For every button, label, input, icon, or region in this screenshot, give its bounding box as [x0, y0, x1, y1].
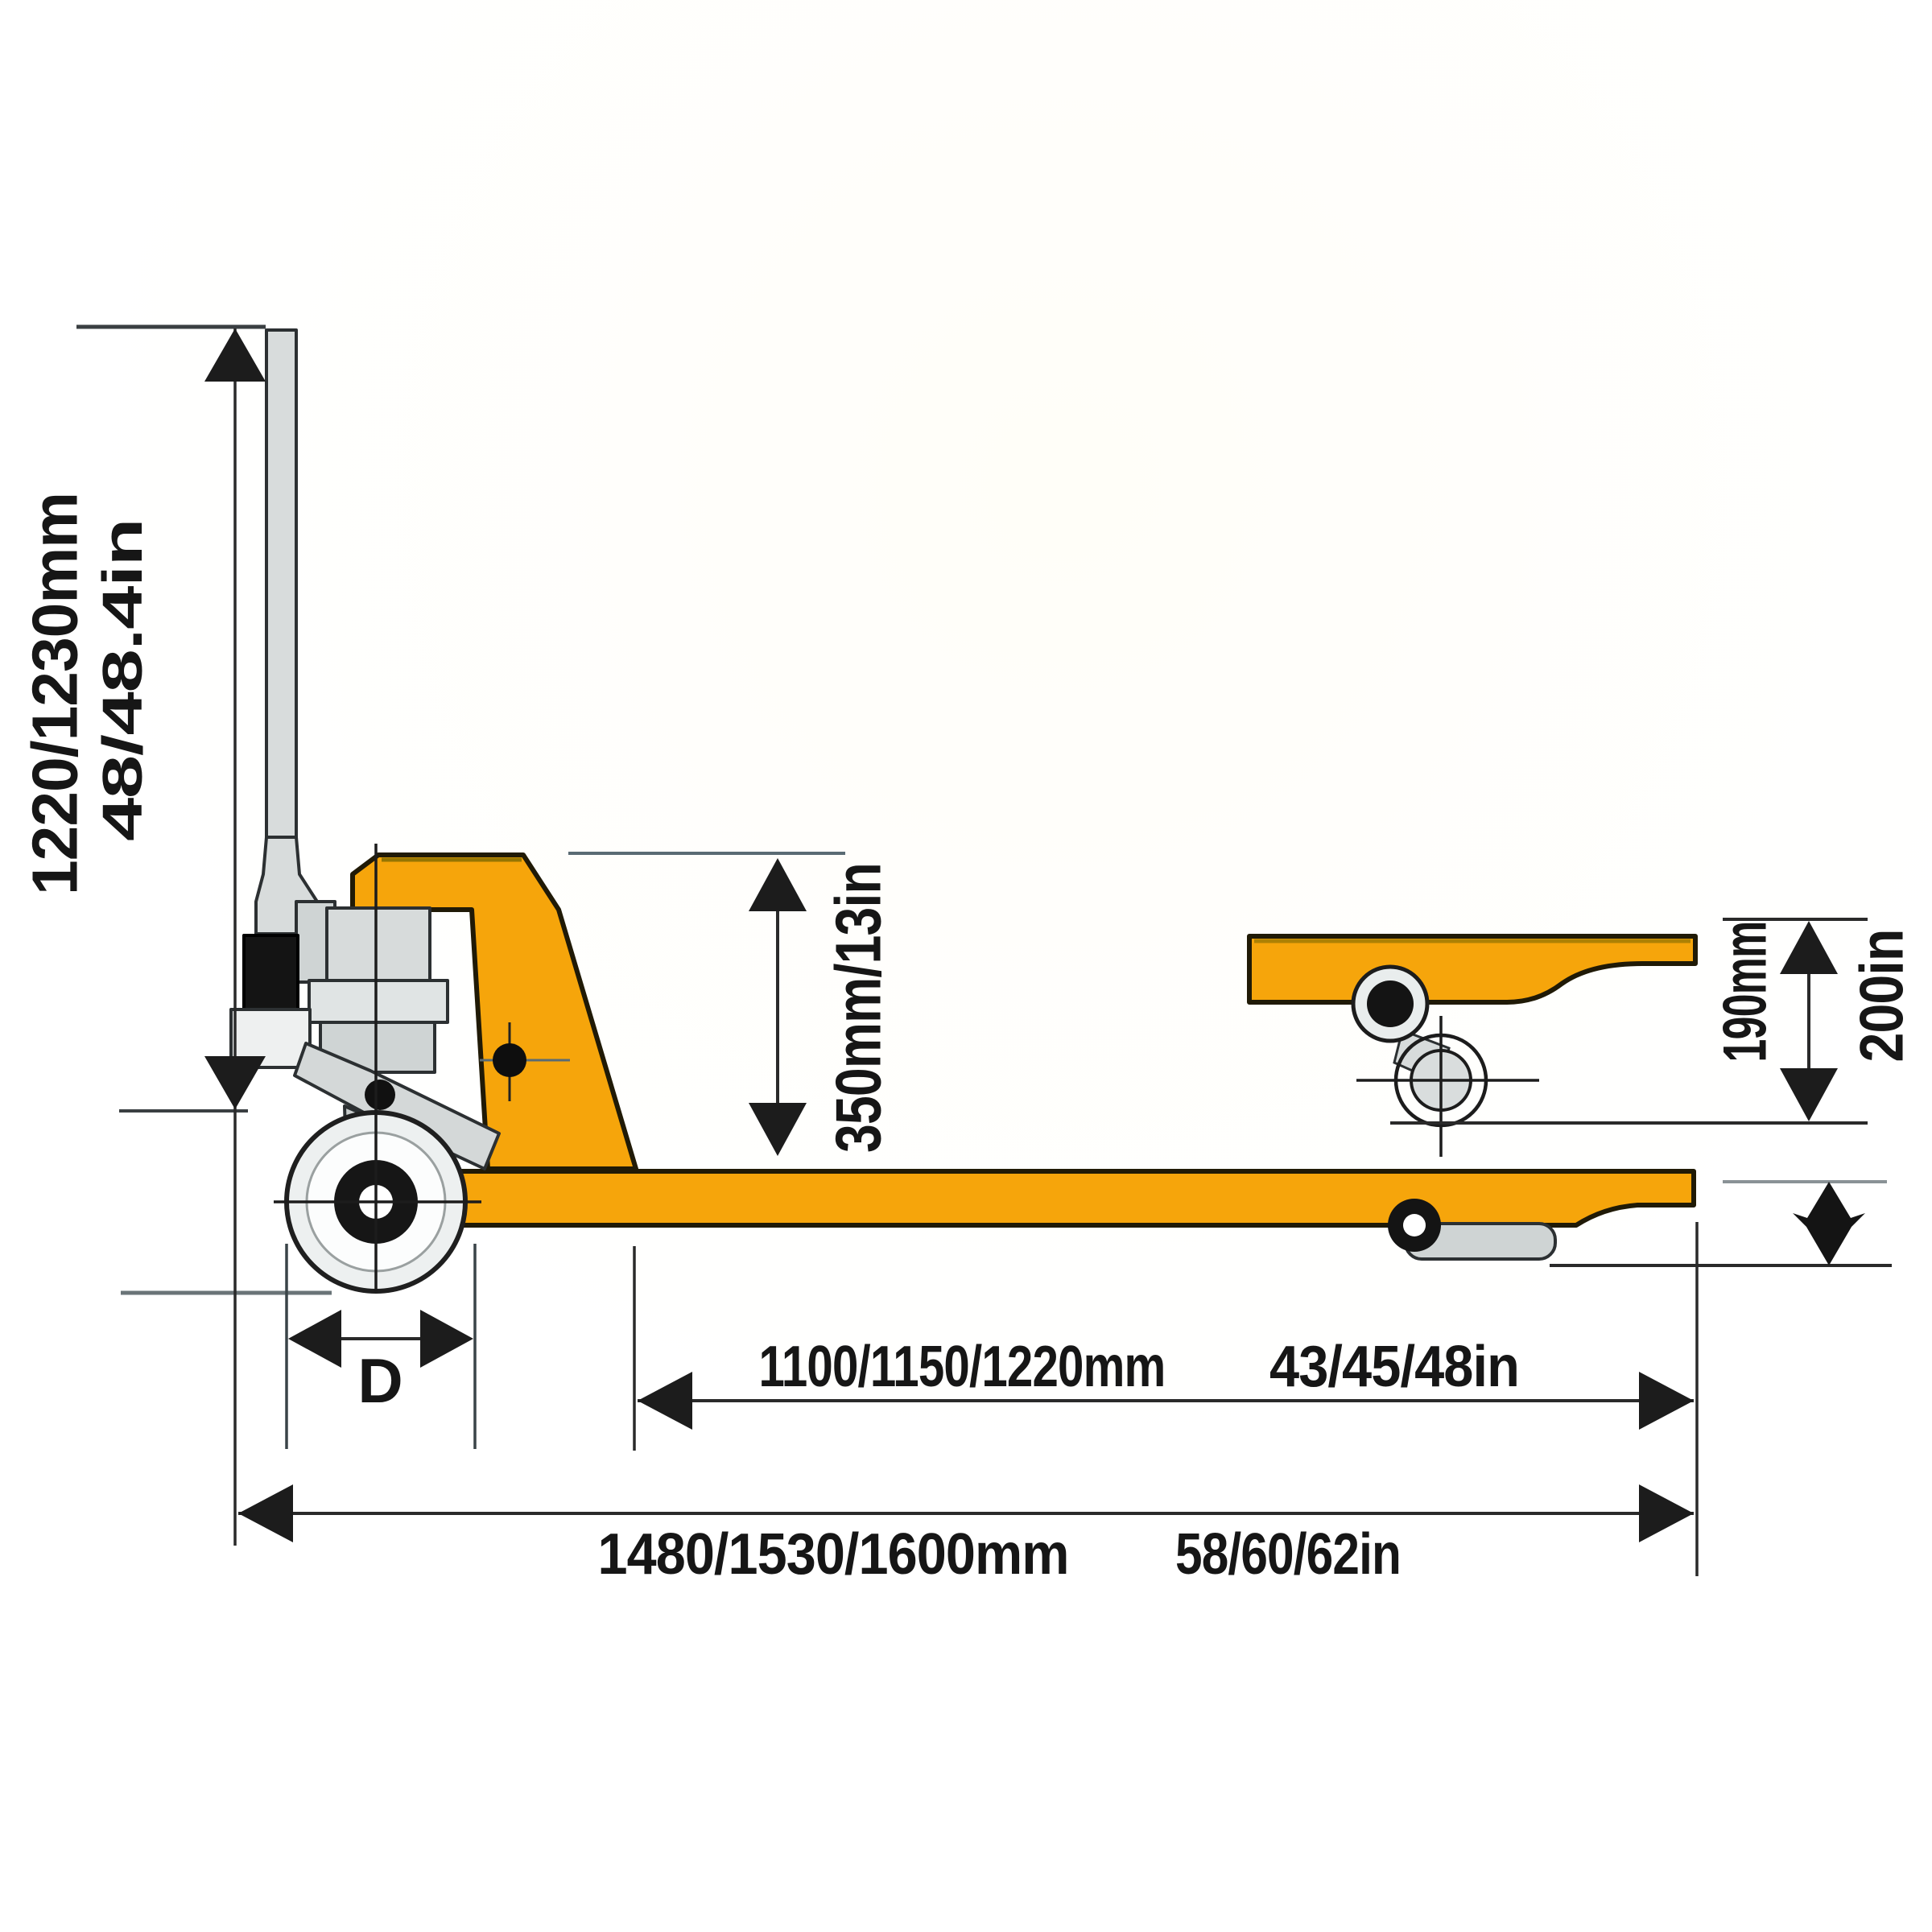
pump-cylinder-upper: [325, 906, 431, 982]
steer-wheel: [274, 844, 481, 1294]
dim-fork-thickness: [1550, 1180, 1892, 1267]
arrowhead-down-icon: [749, 1103, 807, 1156]
reference-lines: [76, 324, 845, 1295]
arrowhead-left-icon: [238, 1484, 293, 1542]
label-overall-height-in: 48/48.4in: [91, 519, 154, 841]
arrowhead-down-icon: [204, 1056, 266, 1109]
label-wheel-diameter: D: [357, 1345, 402, 1416]
arrowhead-right-icon: [1639, 1484, 1694, 1542]
dim-wheel-diameter: D: [285, 1244, 477, 1449]
label-lift-height: 350mm/13in: [823, 863, 894, 1153]
handle-lock-block: [242, 934, 299, 1011]
front-cover-box: [229, 1008, 312, 1069]
label-lowered-fork-height-mm: 190mm: [1711, 922, 1780, 1063]
fork-lowered: [344, 1169, 1696, 1228]
leg-pivot-dot: [493, 1043, 526, 1077]
arrowhead-down-icon: [1780, 1068, 1838, 1121]
dim-fork-length: 1100/1150/1220mm 43/45/48in: [633, 1222, 1699, 1576]
dim-fork-height: 190mm 200in: [1390, 918, 1917, 1125]
label-fork-length-in: 43/45/48in: [1269, 1335, 1519, 1399]
truck-body: [344, 852, 1698, 1228]
label-fork-length-mm: 1100/1150/1220mm: [759, 1335, 1166, 1399]
linkage-pivot-dot: [365, 1080, 395, 1110]
double-arrow-diamond-icon: [1793, 1182, 1865, 1265]
label-overall-length-mm: 1480/1530/1600mm: [598, 1522, 1069, 1587]
pump-flange: [308, 979, 449, 1024]
label-overall-height-mm: 1220/1230mm: [19, 493, 91, 895]
arrowhead-up-icon: [1780, 921, 1838, 974]
handle-assembly: [229, 328, 501, 1187]
arrowhead-right-icon: [420, 1310, 473, 1368]
dim-overall-length: 1480/1530/1600mm 58/60/62in: [238, 1484, 1694, 1587]
dim-overall-height: 1220/1230mm 48/48.4in: [19, 328, 266, 1546]
arrowhead-up-icon: [749, 858, 807, 911]
tiller-handle-bar: [265, 328, 298, 876]
arrowhead-left-icon: [288, 1310, 341, 1368]
leg-pivot: [480, 1022, 570, 1101]
fork-raised: [1247, 934, 1698, 1005]
label-raised-fork-height-in: 200in: [1848, 930, 1917, 1063]
roller-lowered-hub: [1403, 1214, 1426, 1236]
label-overall-length-in: 58/60/62in: [1175, 1522, 1401, 1587]
arrowhead-left-icon: [638, 1372, 692, 1430]
arrowhead-right-icon: [1639, 1372, 1694, 1430]
roller-raised-tyre: [1367, 980, 1414, 1027]
load-rollers: [1351, 964, 1557, 1261]
steering-linkage-arm: [293, 1042, 501, 1170]
arrowhead-up-icon: [204, 328, 266, 382]
dim-lift-height: 350mm/13in: [749, 858, 894, 1156]
